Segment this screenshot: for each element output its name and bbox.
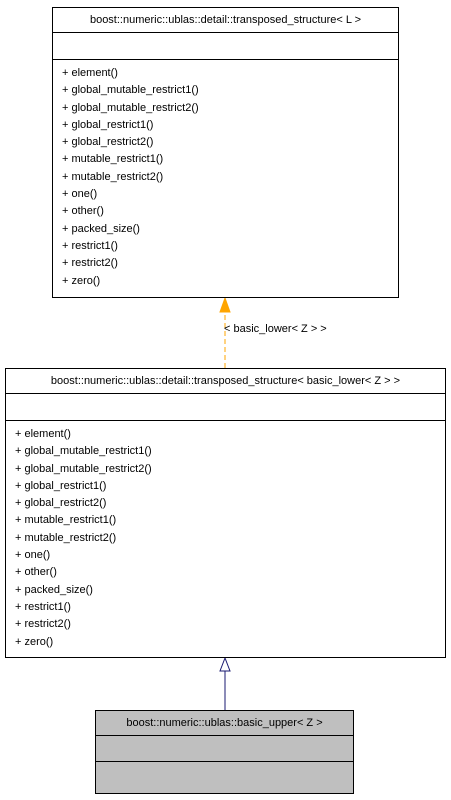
class-transposed-structure-basic-lower[interactable]: boost::numeric::ublas::detail::transpose… <box>5 368 446 658</box>
operation: + mutable_restrict2() <box>15 531 117 544</box>
operation: + restrict2() <box>62 257 118 270</box>
operation: + zero() <box>15 635 54 648</box>
operation: + restrict2() <box>15 618 71 631</box>
operation: + global_restrict2() <box>62 136 154 149</box>
operation: + restrict1() <box>15 600 71 613</box>
operation: + global_restrict1() <box>62 118 154 131</box>
class-title: boost::numeric::ublas::detail::transpose… <box>89 14 362 26</box>
class-basic-upper[interactable]: boost::numeric::ublas::basic_upper< Z > <box>95 710 354 794</box>
operation: + global_mutable_restrict1() <box>15 445 152 458</box>
template-binding-label: < basic_lower< Z > > <box>224 323 327 335</box>
operation: + element() <box>62 67 118 79</box>
operation: + restrict1() <box>62 239 118 252</box>
class-operations: + element() + global_mutable_restrict1()… <box>6 420 445 651</box>
operation: + packed_size() <box>15 583 93 596</box>
operation: + one() <box>62 188 98 201</box>
operation: + global_mutable_restrict2() <box>15 462 152 475</box>
operation: + packed_size() <box>62 222 140 235</box>
operation: + global_mutable_restrict1() <box>62 84 199 97</box>
operation: + mutable_restrict2() <box>62 170 164 183</box>
operation: + global_mutable_restrict2() <box>62 101 199 114</box>
class-attributes <box>53 32 398 59</box>
class-operations: + element() + global_mutable_restrict1()… <box>53 59 398 290</box>
class-title: boost::numeric::ublas::basic_upper< Z > <box>126 717 323 729</box>
class-attributes <box>96 735 353 761</box>
class-attributes <box>6 393 445 420</box>
operation: + other() <box>15 566 57 579</box>
inheritance-arrowhead <box>219 656 231 672</box>
operation: + global_restrict2() <box>15 497 107 510</box>
operation: + zero() <box>62 274 101 287</box>
class-operations <box>96 761 353 794</box>
operation: + other() <box>62 205 104 218</box>
class-transposed-structure-template[interactable]: boost::numeric::ublas::detail::transpose… <box>52 7 399 298</box>
operation: + mutable_restrict1() <box>62 153 164 166</box>
class-title: boost::numeric::ublas::detail::transpose… <box>50 375 401 387</box>
operation: + element() <box>15 428 71 440</box>
template-binding-arrowhead <box>219 296 231 313</box>
operation: + mutable_restrict1() <box>15 514 117 527</box>
operation: + one() <box>15 549 51 562</box>
operation: + global_restrict1() <box>15 479 107 492</box>
